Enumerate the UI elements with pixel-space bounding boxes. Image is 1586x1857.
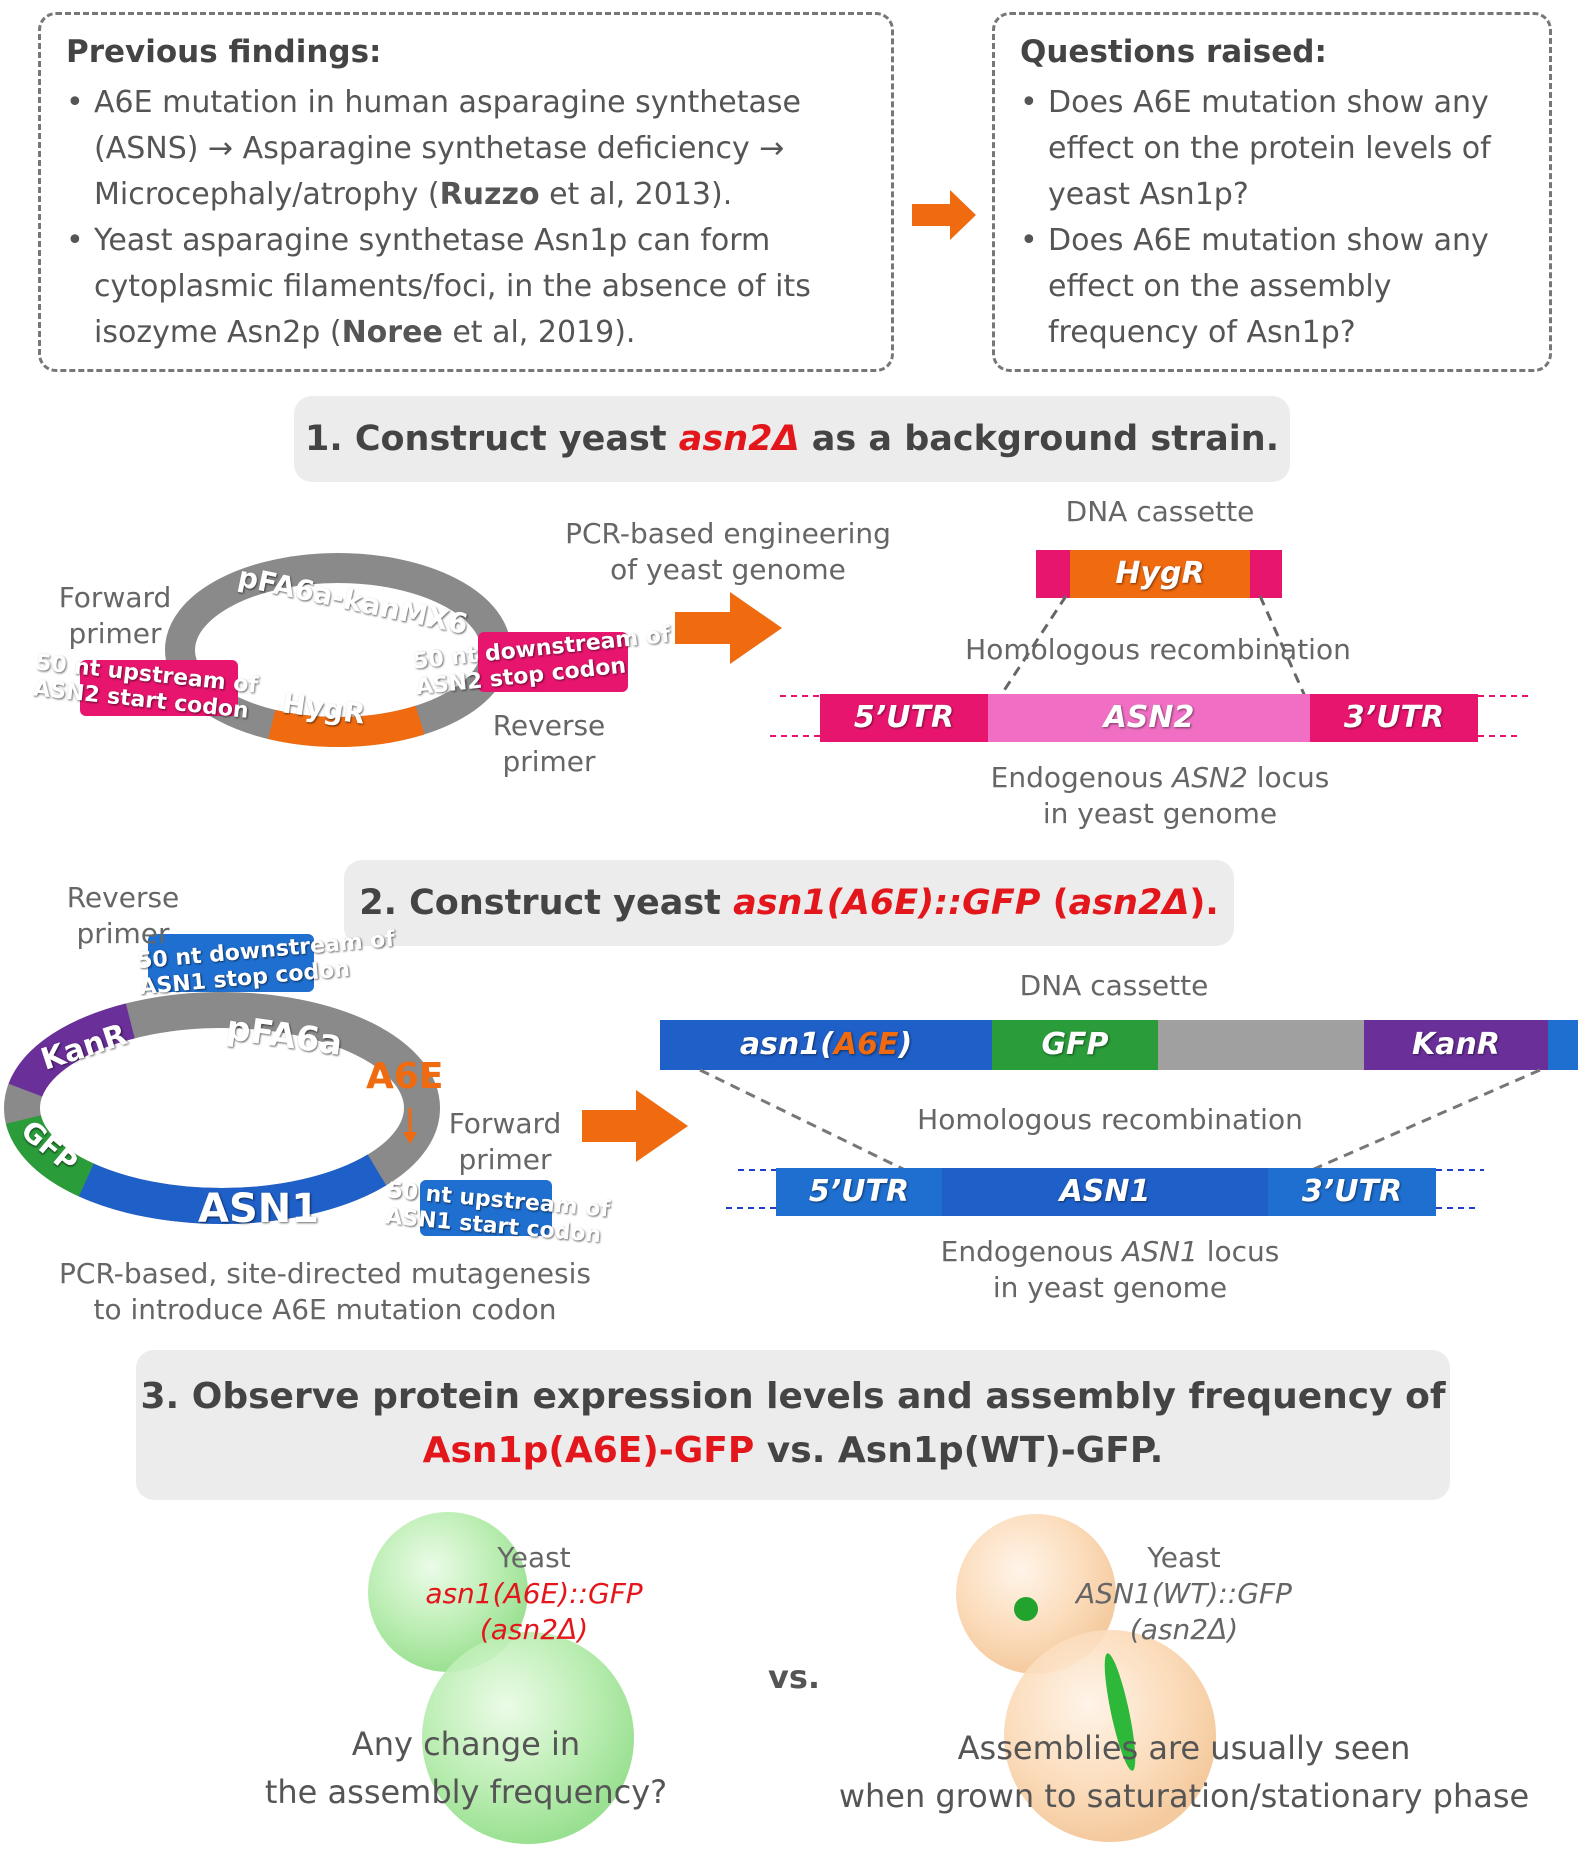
plasmid-ring-2	[4, 992, 440, 1224]
locus-1-5utr-label: 5’UTR	[853, 700, 955, 735]
step-1-banner: 1. Construct yeast asn2Δ as a background…	[294, 396, 1290, 482]
locus-2-3utr	[1268, 1168, 1436, 1216]
cassette-2-gfp-label: GFP	[1041, 1027, 1109, 1062]
homologous-recombination-1: Homologous recombination	[965, 633, 1351, 666]
questions-title: Questions raised:	[1020, 34, 1327, 70]
a6e-pointer-head	[403, 1132, 417, 1144]
homologous-recombination-2: Homologous recombination	[917, 1103, 1303, 1136]
bullet-dot: •	[66, 223, 84, 258]
previous-findings-title: Previous findings:	[66, 34, 382, 70]
vs-label: vs.	[768, 1658, 821, 1696]
right-yeast-label: Yeast ASN1(WT)::GFP (asn2Δ)	[1076, 1541, 1292, 1646]
locus-1-5utr	[820, 694, 988, 742]
question-2-line-3: frequency of Asn1p?	[1048, 315, 1356, 350]
strain-asn1p-a6e-gfp: Asn1p(A6E)-GFP	[422, 1430, 755, 1471]
strain-asn1-a6e-gfp: asn1(A6E)::GFP	[733, 883, 1041, 923]
cassette-2-end	[1548, 1020, 1578, 1070]
cassette-2-kanr	[1364, 1020, 1548, 1070]
mutation-a6e-label: A6E	[366, 1056, 444, 1097]
green-focus	[1014, 1597, 1038, 1621]
reverse-primer-label-2: Reverse primer	[66, 881, 180, 950]
peach-cell-top	[956, 1514, 1116, 1674]
locus-2-3utr-label: 3’UTR	[1301, 1174, 1403, 1209]
peach-cell-bottom	[1004, 1630, 1216, 1842]
right-note: Assemblies are usually seen when grown t…	[838, 1729, 1530, 1815]
finding-1-line-3: Microcephaly/atrophy (Ruzzo et al, 2013)…	[94, 177, 733, 212]
left-question: Any change in the assembly frequency?	[264, 1725, 668, 1811]
endogenous-locus-label-1: Endogenous ASN2 locus in yeast genome	[990, 761, 1330, 830]
locus-2-gene-label: ASN1	[1059, 1174, 1151, 1209]
finding-1-line-1: A6E mutation in human asparagine synthet…	[94, 85, 801, 120]
question-1-line-2: effect on the protein levels of	[1048, 131, 1491, 166]
locus-2-gene	[942, 1168, 1268, 1216]
finding-1-line-2: (ASNS) → Asparagine synthetase deficienc…	[94, 131, 785, 166]
green-filament	[1104, 1653, 1136, 1771]
forward-primer-label-2: Forward primer	[448, 1107, 562, 1176]
question-1-line-1: Does A6E mutation show any	[1048, 85, 1489, 120]
finding-2-line-2: cytoplasmic filaments/foci, in the absen…	[94, 269, 811, 304]
citation-noree: Noree	[341, 315, 443, 350]
locus-1-gene	[988, 694, 1310, 742]
cassette-1-right	[1250, 550, 1282, 598]
hr-line-1-left	[988, 595, 1068, 713]
finding-2-line-1: Yeast asparagine synthetase Asn1p can fo…	[94, 223, 771, 258]
locus-1-3utr	[1310, 694, 1478, 742]
questions-box	[992, 12, 1552, 372]
upstream-tag-box-2	[420, 1180, 552, 1236]
locus-2-5utr	[776, 1168, 942, 1216]
green-cell-bottom	[422, 1632, 634, 1844]
finding-1: • A6E mutation in human asparagine synth…	[66, 80, 801, 218]
cassette-1-marker-label: HygR	[1115, 556, 1205, 591]
bullet-dot: •	[1020, 223, 1038, 258]
reverse-primer-label-1: Reverse primer	[492, 709, 606, 778]
hr-line-1-right	[1258, 595, 1314, 713]
cassette-2-asn1	[660, 1020, 992, 1070]
pcr-engineering-label: PCR-based engineering of yeast genome	[565, 517, 891, 586]
strain-asn2-delta: asn2Δ	[678, 419, 800, 459]
plasmid-2-asn1: ASN1	[198, 1186, 320, 1232]
endogenous-locus-label-2: Endogenous ASN1 locus in yeast genome	[940, 1235, 1280, 1304]
pcr-arrow-1	[675, 592, 782, 664]
cassette-2-gfp	[992, 1020, 1158, 1070]
downstream-tag-box-1	[478, 632, 628, 692]
pcr-arrow-2	[582, 1090, 688, 1162]
step-3-banner: 3. Observe protein expression levels and…	[136, 1350, 1450, 1500]
question-2: • Does A6E mutation show any effect on t…	[1020, 218, 1489, 356]
dna-cassette-label-1: DNA cassette	[1065, 495, 1255, 528]
cassette-2-gap	[1158, 1020, 1364, 1070]
mutagenesis-label: PCR-based, site-directed mutagenesis to …	[59, 1257, 591, 1326]
locus-1-3utr-label: 3’UTR	[1343, 700, 1445, 735]
question-1: • Does A6E mutation show any effect on t…	[1020, 80, 1491, 218]
green-cell-top	[368, 1512, 528, 1672]
top-arrow	[912, 190, 976, 240]
forward-primer-label-1: Forward primer	[58, 581, 172, 650]
dna-cassette-label-2: DNA cassette	[1019, 969, 1209, 1002]
citation-ruzzo: Ruzzo	[439, 177, 540, 212]
cassette-1-marker	[1070, 550, 1250, 598]
cassette-1-left	[1036, 550, 1070, 598]
previous-findings-box	[38, 12, 894, 372]
locus-2-5utr-label: 5’UTR	[808, 1174, 910, 1209]
question-1-line-3: yeast Asn1p?	[1048, 177, 1249, 212]
upstream-tag-box-1	[80, 660, 238, 716]
downstream-tag-box-2	[148, 934, 314, 992]
locus-1-gene-label: ASN2	[1103, 700, 1195, 735]
cassette-2-kanr-label: KanR	[1412, 1027, 1500, 1062]
left-yeast-label: Yeast asn1(A6E)::GFP (asn2Δ)	[425, 1541, 643, 1646]
cassette-2-asn1-label: asn1(A6E)	[739, 1027, 913, 1062]
bullet-dot: •	[66, 85, 84, 120]
bullet-dot: •	[1020, 85, 1038, 120]
step-2-banner: 2. Construct yeast asn1(A6E)::GFP (asn2Δ…	[344, 860, 1234, 946]
question-2-line-2: effect on the assembly	[1048, 269, 1392, 304]
finding-2-line-3: isozyme Asn2p (Noree et al, 2019).	[94, 315, 636, 350]
finding-2: • Yeast asparagine synthetase Asn1p can …	[66, 218, 811, 356]
question-2-line-1: Does A6E mutation show any	[1048, 223, 1489, 258]
